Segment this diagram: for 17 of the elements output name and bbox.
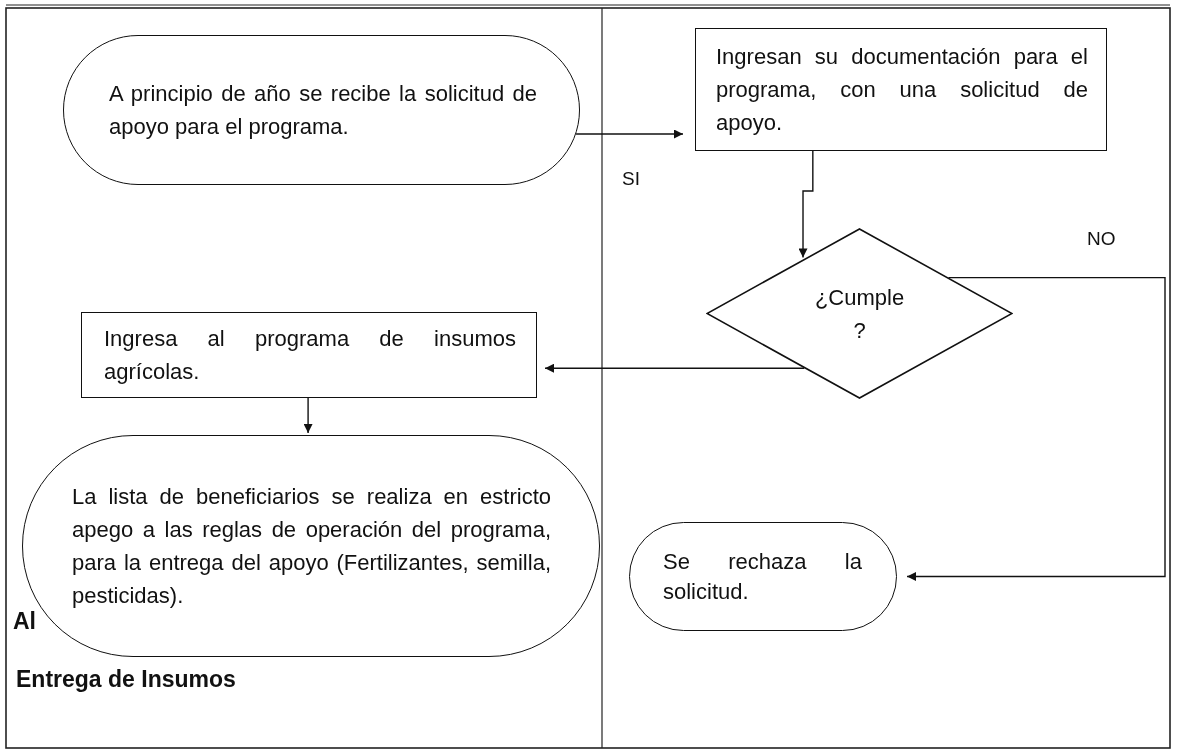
branch-label: SI (622, 168, 640, 190)
arrow (798, 150, 814, 259)
heading-text: Al (13, 608, 36, 635)
arrow (906, 276, 1166, 581)
arrow (303, 397, 313, 434)
arrow (575, 129, 684, 139)
node-text: Ingresan su documentación para el programa, con una solicitud de apoyo. (716, 43, 1088, 137)
process-box (695, 28, 1107, 151)
arrow (544, 363, 805, 373)
process-box (81, 312, 537, 398)
node-text: Se rechaza la solicitud. (663, 547, 862, 606)
node-text: La lista de beneficiarios se realiza en estricto apego a las reglas de operación del programa, para la entrega del apoyo (Fertilizantes, semilla, pesticidas). (72, 483, 551, 610)
node-text: Ingresa al programa de insumos agrícolas. (104, 325, 516, 386)
node-text: ¿Cumple ? (813, 283, 906, 345)
heading-text: Entrega de Insumos (16, 666, 236, 693)
decision-diamond (706, 228, 1013, 399)
node-text: A principio de año se recibe la solicitud de apoyo para el programa. (109, 80, 537, 141)
